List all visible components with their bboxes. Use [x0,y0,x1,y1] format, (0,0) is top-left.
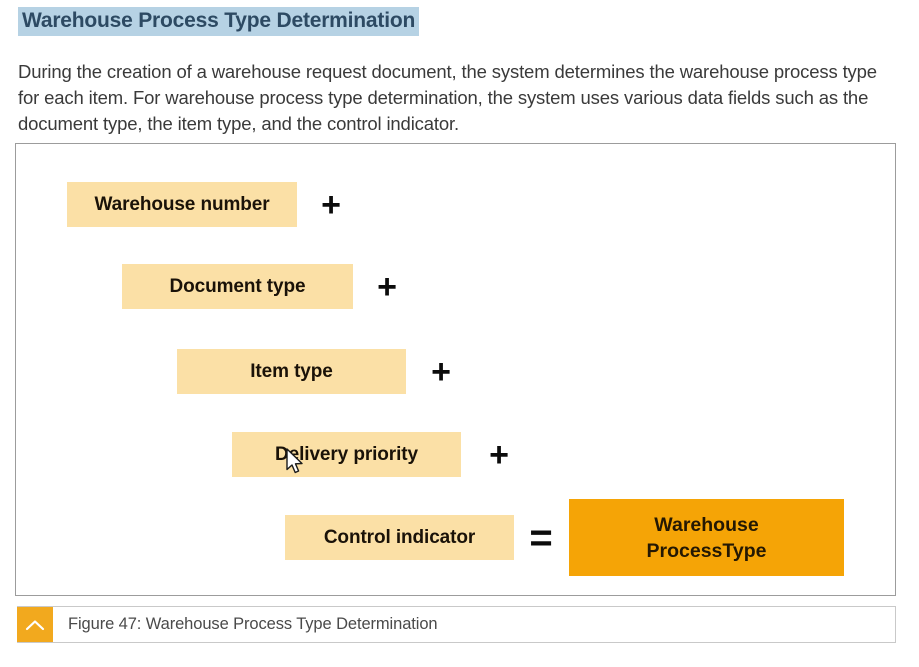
chevron-up-icon [25,619,45,630]
equals-operator: = [529,515,553,560]
diagram-row-5: Control indicator = Warehouse ProcessTyp… [285,499,844,576]
figure-container: Warehouse number + Document type + Item … [15,143,896,596]
result-line-2: ProcessType [646,539,767,562]
term-box-item-type: Item type [177,349,406,394]
diagram-row-3: Item type + [177,349,459,394]
plus-operator-2: + [377,267,397,306]
diagram-row-1: Warehouse number + [67,182,349,227]
plus-operator-3: + [431,352,451,391]
figure-caption-bar: Figure 47: Warehouse Process Type Determ… [17,606,896,643]
result-line-1: Warehouse [654,513,759,536]
figure-caption-text: Figure 47: Warehouse Process Type Determ… [68,615,438,633]
term-box-control-indicator: Control indicator [285,515,514,560]
term-box-warehouse-number: Warehouse number [67,182,297,227]
diagram-row-4: Delivery priority + [232,432,517,477]
result-box-warehouse-process-type: Warehouse ProcessType [569,499,844,576]
plus-operator-1: + [321,185,341,224]
diagram-row-2: Document type + [122,264,405,309]
term-box-document-type: Document type [122,264,353,309]
intro-paragraph: During the creation of a warehouse reque… [18,60,877,134]
term-box-delivery-priority: Delivery priority [232,432,461,477]
page-title: Warehouse Process Type Determination [18,7,420,36]
plus-operator-4: + [489,435,509,474]
caption-collapse-toggle[interactable] [17,607,53,642]
